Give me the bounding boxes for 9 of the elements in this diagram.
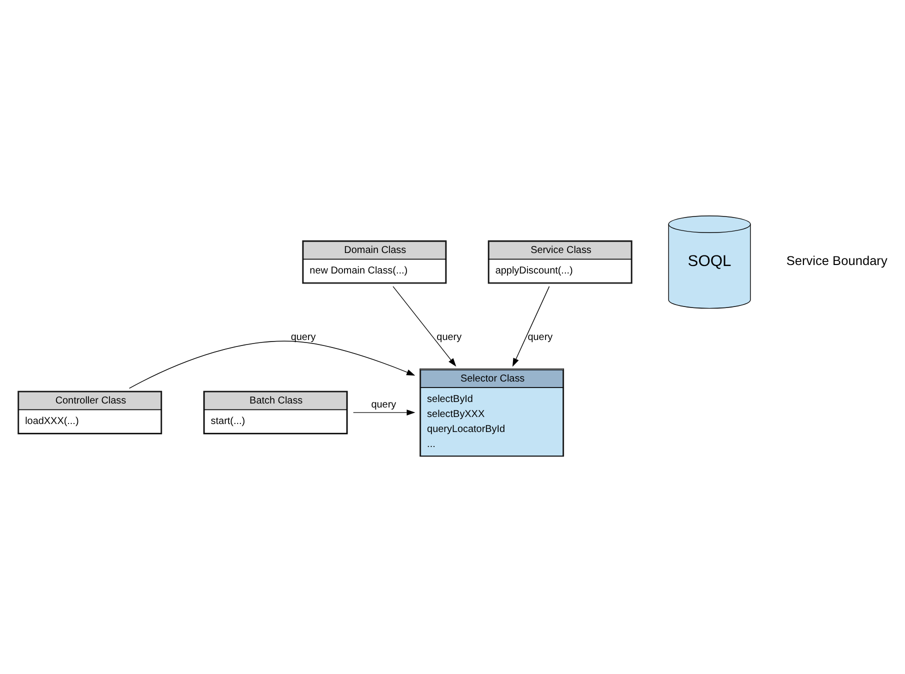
arrow [392,286,456,366]
label: Service Boundary [786,252,888,268]
arrow [512,286,550,366]
edge-label: query [528,331,553,342]
arrow [128,340,416,388]
edge-label: query [290,331,316,342]
edge-label: query [436,331,462,342]
arrow [352,409,416,416]
edge-label: query [371,399,396,410]
